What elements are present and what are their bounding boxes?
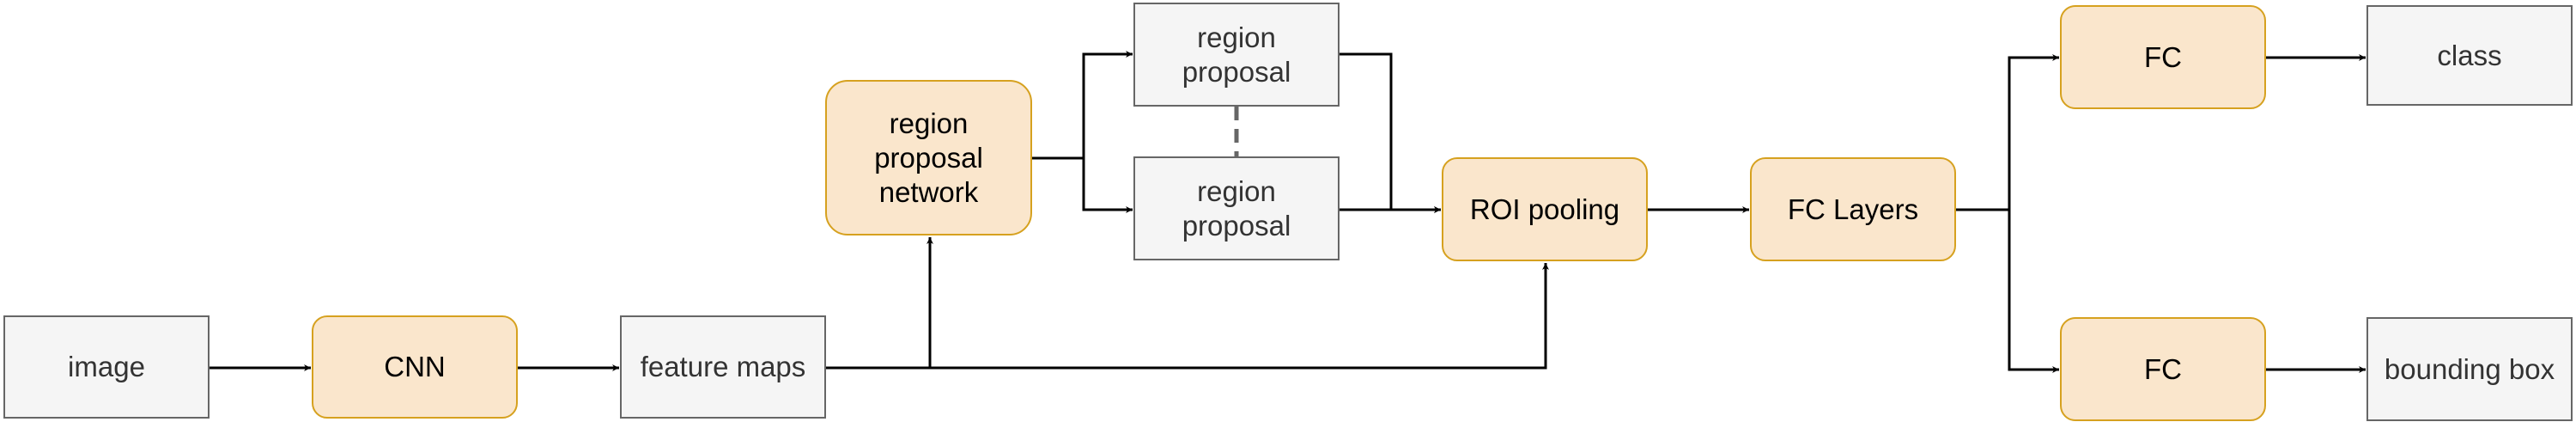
bounding-box-node: bounding box <box>2366 317 2573 421</box>
fc-top-node: FC <box>2060 5 2266 109</box>
roi-pooling-node-label: ROI pooling <box>1469 193 1620 225</box>
cnn-node: CNN <box>312 315 518 419</box>
fc-layers-node-label: FC Layers <box>1787 193 1919 225</box>
roi-pooling-node: ROI pooling <box>1442 157 1648 261</box>
region-proposal-top-node-label: region proposal <box>1182 21 1291 88</box>
feature-maps-node-label: feature maps <box>640 351 806 382</box>
bounding-box-node-label: bounding box <box>2384 352 2555 385</box>
arrow-feature-maps-to-roi-pooling <box>930 263 1549 370</box>
arrow-region-proposal-top-to-roi-pooling <box>1340 52 1441 213</box>
region-proposal-bottom-node: region proposal <box>1133 156 1340 260</box>
arrow-rpn-to-region-proposal-top <box>1032 51 1133 160</box>
region-proposal-network-node: region proposal network <box>825 80 1032 235</box>
class-node-label: class <box>2437 39 2502 71</box>
region-proposal-network-node-label: region proposal network <box>874 107 983 208</box>
cnn-node-label: CNN <box>384 351 446 382</box>
fc-top-node-label: FC <box>2144 40 2182 73</box>
image-node-label: image <box>68 351 145 382</box>
region-proposal-bottom-node-label: region proposal <box>1182 174 1291 242</box>
feature-maps-node: feature maps <box>620 315 826 419</box>
fc-layers-node: FC Layers <box>1750 157 1956 261</box>
arrow-rpn-to-region-proposal-bottom <box>1082 158 1133 213</box>
arrow-fc-layers-to-fc-top <box>1956 54 2059 211</box>
arrow-feature-maps-to-rpn <box>826 237 933 370</box>
image-node: image <box>3 315 210 419</box>
fc-bottom-node-label: FC <box>2144 352 2182 385</box>
fc-bottom-node: FC <box>2060 317 2266 421</box>
class-node: class <box>2366 5 2573 106</box>
arrow-fc-layers-to-fc-bottom <box>2008 210 2059 373</box>
region-proposal-top-node: region proposal <box>1133 3 1340 107</box>
